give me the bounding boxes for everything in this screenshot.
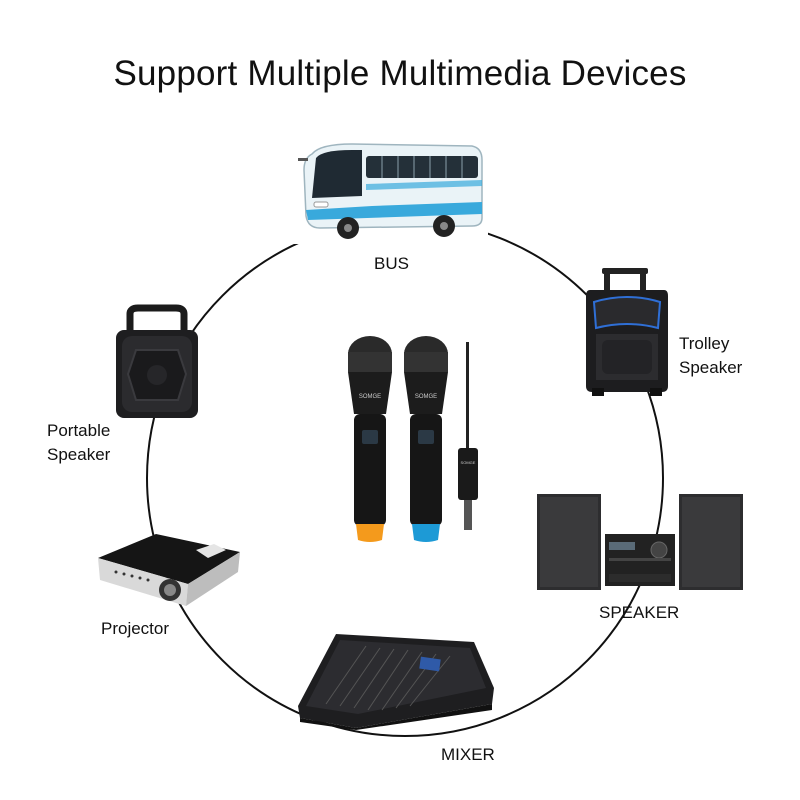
trolley-speaker-icon [586, 268, 668, 396]
projector-icon [98, 534, 240, 606]
speaker-system-icon [537, 494, 743, 590]
speaker-system-device [537, 494, 743, 592]
projector-device [96, 528, 242, 614]
projector-label: Projector [101, 619, 170, 638]
trolley-speaker-label: Trolley Speaker [679, 332, 742, 380]
speaker-label: SPEAKER [599, 603, 680, 622]
portable-speaker-label-line1: Portable [47, 421, 111, 440]
trolley-speaker-device [584, 268, 670, 398]
right-mic-brand: SOMGE [415, 394, 437, 400]
bus-label: BUS [374, 254, 409, 273]
wireless-microphone-set: SOMGE SOMGE SOMGE [336, 334, 496, 544]
bus-icon [292, 140, 488, 244]
left-mic-brand: SOMGE [359, 394, 381, 400]
bus-device [292, 140, 488, 244]
portable-speaker-label: Portable Speaker [47, 419, 110, 467]
page-title: Support Multiple Multimedia Devices [113, 54, 687, 93]
receiver-brand: SOMGE [461, 460, 476, 465]
trolley-speaker-label-line2: Speaker [679, 358, 743, 377]
mixer-device [296, 630, 496, 730]
trolley-speaker-label-line1: Trolley [679, 334, 730, 353]
portable-speaker-device [114, 304, 200, 422]
portable-speaker-label-line2: Speaker [47, 445, 111, 464]
microphone-icon: SOMGE SOMGE SOMGE [348, 336, 478, 542]
mixer-label: MIXER [441, 745, 495, 764]
mixer-icon [298, 634, 494, 730]
portable-speaker-icon [116, 304, 198, 418]
